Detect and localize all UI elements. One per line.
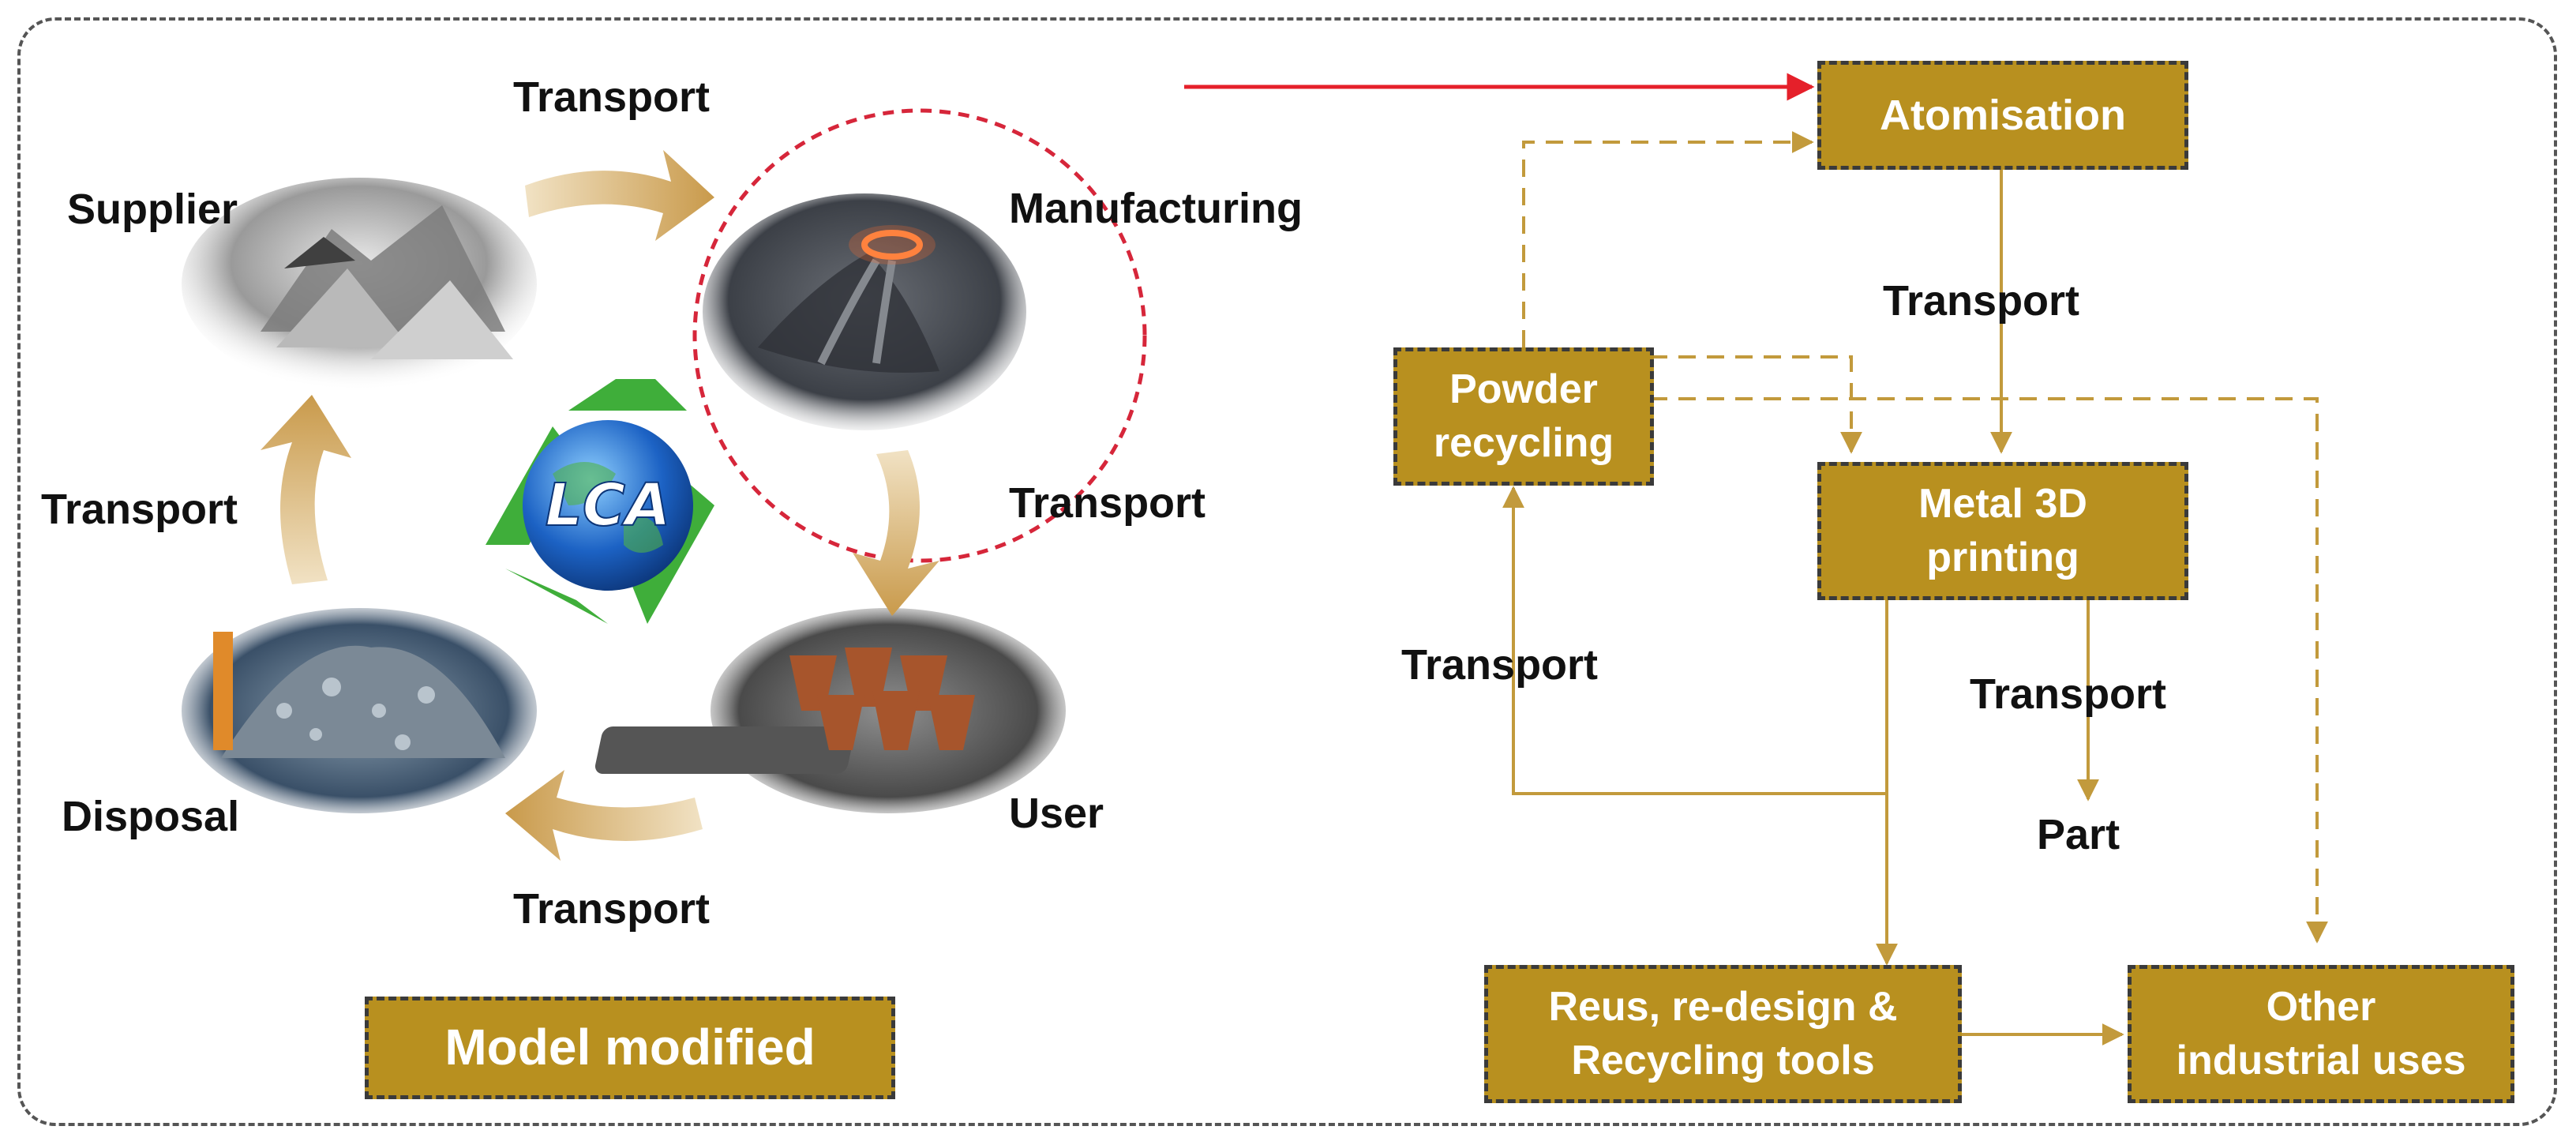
- user-image: [594, 608, 1066, 813]
- supplier-label: Supplier: [67, 186, 238, 233]
- manufacturing-label: Manufacturing: [1009, 185, 1303, 232]
- powder-recycling-box: Powder recycling: [1393, 347, 1654, 486]
- part-label: Part: [2037, 811, 2120, 858]
- manufacturing-image: [703, 193, 1026, 430]
- transport-label-recycling: Transport: [1401, 641, 1599, 689]
- transport-label-right: Transport: [1009, 479, 1206, 527]
- arrow-disposal-to-supplier: [261, 395, 351, 584]
- user-label: User: [1009, 790, 1104, 837]
- lca-label: LCA: [546, 471, 671, 539]
- manufacturing-highlight-circle: [692, 108, 1147, 563]
- supplier-powder-image: [182, 178, 537, 391]
- transport-label-left: Transport: [41, 486, 238, 533]
- disposal-image: [182, 608, 537, 813]
- arrow-user-to-disposal: [505, 770, 703, 861]
- dashed-recycling-to-other: [1650, 397, 2328, 944]
- other-industrial-uses-box: Other industrial uses: [2128, 965, 2514, 1103]
- transport-label-atomisation: Transport: [1883, 277, 2080, 325]
- transport-label-part: Transport: [1970, 670, 2167, 718]
- dashed-recycling-to-atomisation: [1522, 131, 1814, 347]
- arrow-supplier-to-manufacturing: [525, 150, 714, 241]
- dashed-recycling-to-printing: [1650, 355, 1862, 454]
- disposal-label: Disposal: [62, 793, 240, 840]
- diagram-frame: [17, 17, 2557, 1126]
- arrow-manufacturing-to-user: [853, 450, 939, 616]
- atomisation-box: Atomisation: [1817, 61, 2188, 170]
- model-modified-box: Model modified: [365, 997, 895, 1099]
- metal-3d-printing-box: Metal 3D printing: [1817, 462, 2188, 600]
- reuse-redesign-recycling-box: Reus, re-design & Recycling tools: [1484, 965, 1962, 1103]
- lca-recycle-icon: [486, 379, 714, 624]
- transport-label-top: Transport: [513, 73, 711, 121]
- transport-label-bottom: Transport: [513, 885, 711, 933]
- line-printing-to-powder-recycling: [1502, 486, 1887, 795]
